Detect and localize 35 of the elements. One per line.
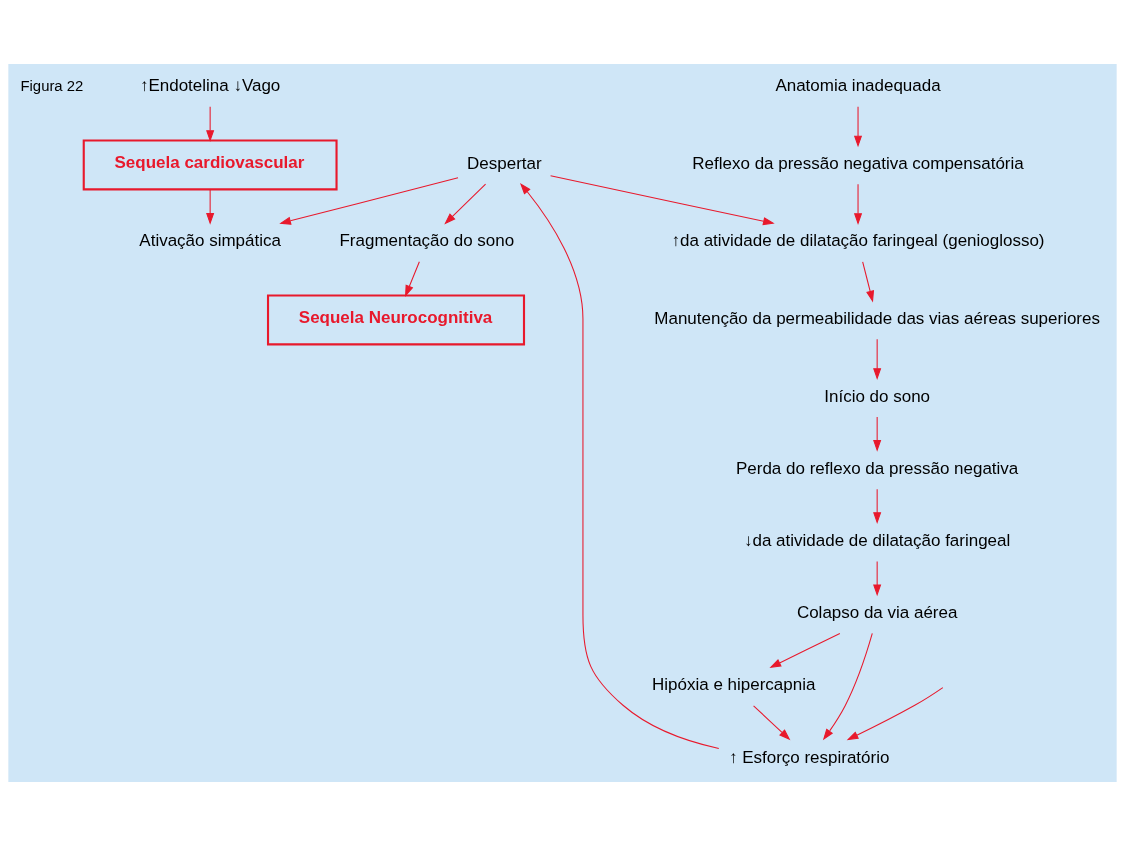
node-text: ↑Endotelina ↓Vago (139, 75, 281, 95)
arrow (862, 260, 875, 302)
node-text: ↓da atividade de dilatação faringeal (744, 530, 1011, 550)
node-text: Despertar (467, 153, 542, 173)
arrow (550, 174, 775, 225)
arrow (873, 488, 882, 524)
arrow (206, 188, 215, 225)
arrow (279, 176, 459, 225)
node-text: Manutenção da permeabilidade das vias aéreas superiores (654, 308, 1100, 328)
arrow (520, 182, 720, 749)
node-text: Hipóxia e hipercapnia (652, 674, 816, 694)
arrow (873, 415, 882, 452)
node-box: Sequela cardiovascular (82, 138, 338, 190)
arrow (206, 105, 215, 142)
arrow (853, 105, 863, 147)
arrow (873, 338, 882, 380)
node-text: ↑da atividade de dilatação faringeal (genioglosso) (671, 230, 1045, 250)
arrow (753, 704, 791, 740)
arrow (846, 686, 944, 740)
node-text: Anatomia inadequada (775, 75, 941, 95)
node-text: Fragmentação do sono (339, 230, 515, 250)
node-text: Colapso da via aérea (796, 602, 958, 622)
arrow (769, 632, 841, 668)
node-text: ↑ Esforço respiratório (728, 747, 890, 767)
arrow (405, 260, 420, 297)
arrow (444, 183, 487, 224)
node-text: Ativação simpática (139, 230, 281, 250)
arrow (822, 632, 873, 740)
arrow (873, 560, 882, 596)
arrow (853, 183, 863, 225)
node-text: Reflexo da pressão negativa compensatória (692, 153, 1024, 173)
node-text: Perda do reflexo da pressão negativa (735, 458, 1019, 478)
node-box: Sequela Neurocognitiva (266, 294, 526, 345)
label: Figura 22 (20, 77, 84, 94)
node-text: Início do sono (824, 386, 931, 406)
